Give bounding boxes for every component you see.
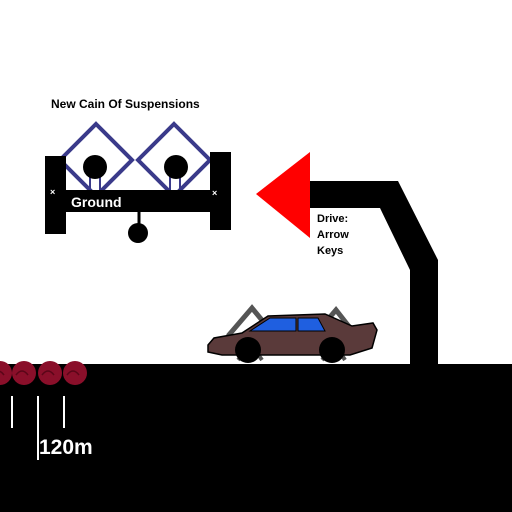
pendulum-weight — [128, 223, 148, 243]
player-car[interactable] — [207, 304, 378, 363]
ground-label: Ground — [71, 194, 122, 210]
suspension-wheel-left — [83, 155, 107, 179]
drive-hint-line-2: Arrow — [317, 229, 349, 241]
car-wheel-front — [319, 337, 345, 363]
direction-sign: Drive: Arrow Keys — [256, 152, 438, 364]
ball — [12, 361, 36, 385]
ball — [38, 361, 62, 385]
car-window-rear — [297, 317, 326, 332]
ball-chain — [0, 361, 87, 385]
suspension-wheel-right — [164, 155, 188, 179]
distance-label: 120m — [39, 436, 93, 459]
suspension-diagram: × × Ground — [45, 121, 231, 243]
drive-hint-line-3: Keys — [317, 245, 343, 257]
ball — [63, 361, 87, 385]
ball — [0, 361, 12, 385]
distance-marker: 120m — [11, 396, 93, 460]
sign-pole — [300, 181, 438, 364]
drive-hint-line-1: Drive: — [317, 213, 348, 225]
scene-title: New Cain Of Suspensions — [51, 97, 200, 111]
car-window-front — [248, 317, 297, 332]
ground — [0, 364, 512, 512]
svg-text:×: × — [212, 188, 217, 198]
ground-bar — [60, 190, 210, 212]
red-arrow — [256, 152, 310, 238]
svg-text:×: × — [50, 187, 55, 197]
suspension-post-right — [210, 152, 231, 230]
suspension-post-left — [45, 156, 66, 234]
car-wheel-rear — [235, 337, 261, 363]
